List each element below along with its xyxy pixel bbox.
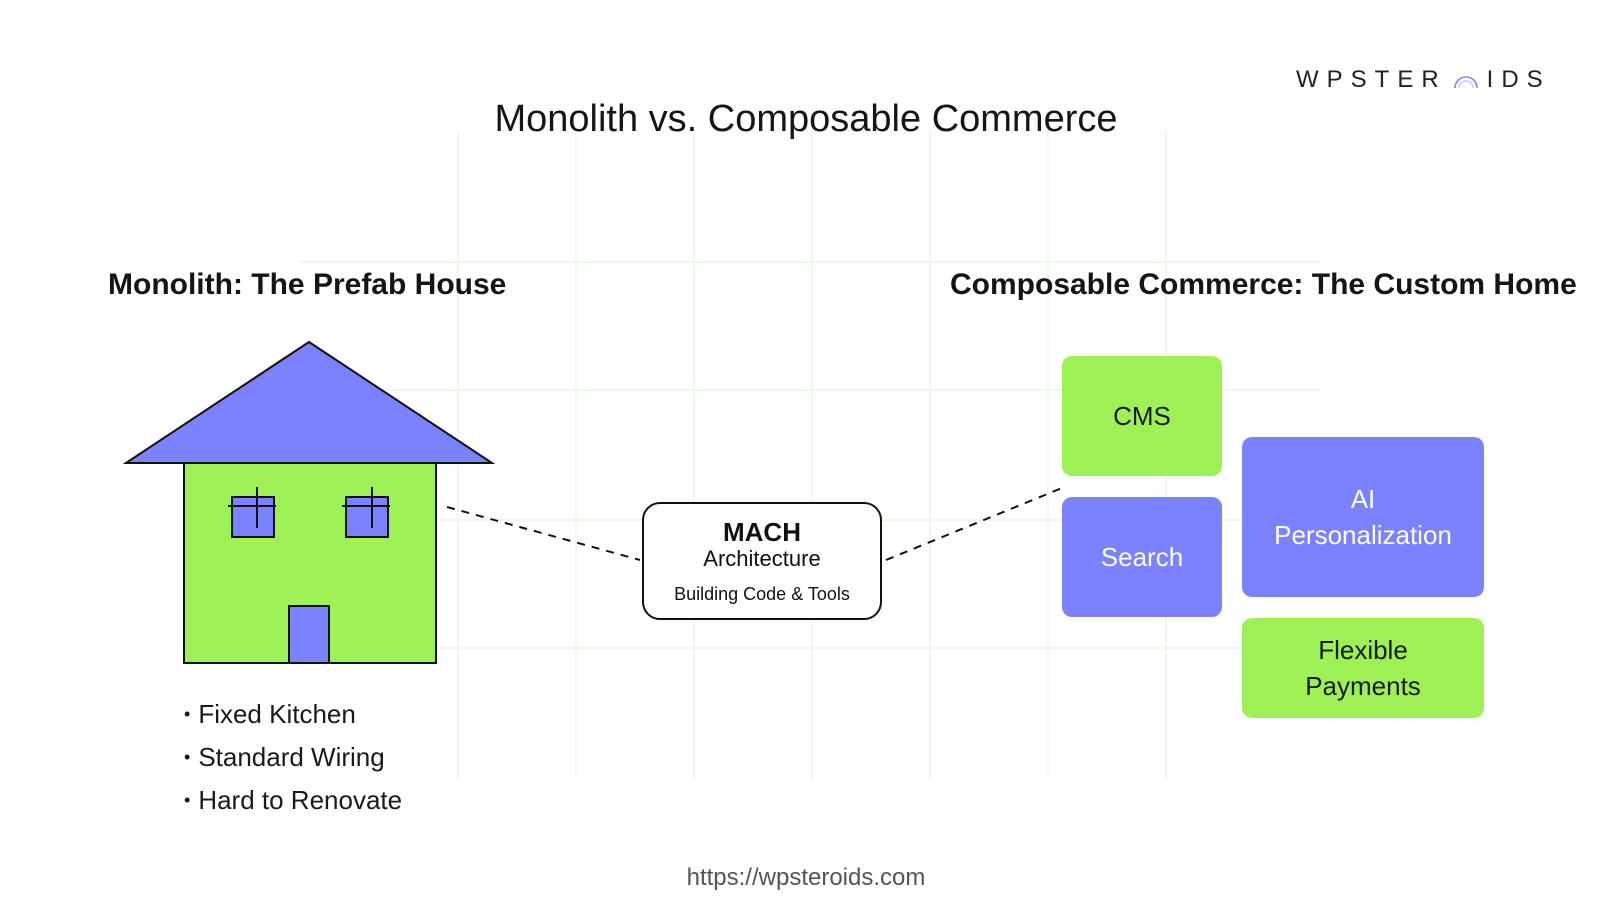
logo-text-left: WPSTER [1296, 66, 1447, 93]
brand-logo: WPSTER IDS [1296, 64, 1556, 96]
footer-url[interactable]: https://wpsteroids.com [686, 864, 926, 891]
monolith-feature-list: Fixed Kitchen Standard Wiring Hard to Re… [184, 694, 402, 823]
house-window-left [228, 487, 276, 538]
feature-item: Standard Wiring [184, 737, 402, 780]
connector-right [885, 487, 1063, 561]
mach-note: Building Code & Tools [674, 584, 850, 604]
logo-text-right: IDS [1486, 66, 1551, 93]
module-label-line1: AI [1350, 484, 1376, 514]
module-label-line2: Personalization [1274, 520, 1452, 550]
mach-subtitle: Architecture [703, 546, 821, 571]
feature-item: Hard to Renovate [184, 780, 402, 823]
composable-heading: Composable Commerce: The Custom Home [950, 268, 1577, 301]
module-search: Search [1062, 497, 1222, 617]
house-roof [122, 340, 496, 464]
logo-arc-icon [1453, 76, 1478, 89]
page-title: Monolith vs. Composable Commerce [494, 98, 1118, 140]
feature-item: Fixed Kitchen [184, 694, 402, 737]
module-cms: CMS [1062, 356, 1222, 476]
module-label: Search [1100, 542, 1184, 572]
connector-left [446, 506, 641, 561]
module-label-line2: Payments [1305, 671, 1421, 701]
module-flexible-payments: Flexible Payments [1242, 618, 1484, 718]
module-ai-personalization: AI Personalization [1242, 437, 1484, 597]
mach-name: MACH [723, 517, 801, 547]
monolith-heading: Monolith: The Prefab House [108, 268, 507, 301]
module-label: CMS [1113, 401, 1171, 431]
house-window-right [342, 487, 390, 538]
house-door [288, 605, 330, 664]
mach-architecture-box: MACH Architecture Building Code & Tools [642, 502, 882, 620]
module-label-line1: Flexible [1318, 635, 1408, 665]
